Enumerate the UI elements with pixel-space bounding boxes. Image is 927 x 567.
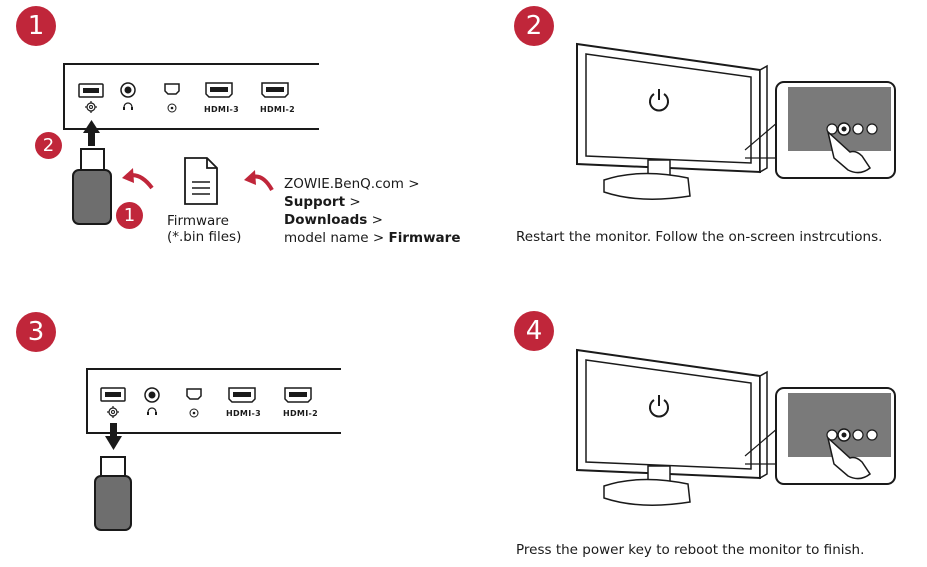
path-line-3: Downloads > — [284, 211, 461, 229]
usb-drive-icon — [72, 148, 112, 225]
path-downloads: Downloads — [284, 212, 368, 228]
button-panel-zoom — [775, 387, 896, 485]
headphone-icon — [147, 407, 157, 415]
path-line-4-plain: model name > — [284, 230, 389, 246]
path-line-1: ZOWIE.BenQ.com > — [284, 176, 420, 192]
download-path: ZOWIE.BenQ.com > Support > Downloads > m… — [284, 175, 461, 247]
path-line-2-rest: > — [345, 194, 361, 210]
firmware-line-1: Firmware — [167, 213, 229, 229]
step-1-number: 1 — [27, 11, 45, 41]
sub-step-copy-badge: 1 — [116, 202, 143, 229]
usb-port — [100, 387, 126, 402]
firmware-label: Firmware (*.bin files) — [167, 213, 241, 245]
hdmi-3-label: HDMI-3 — [204, 105, 239, 114]
hdmi-2-label: HDMI-2 — [283, 409, 318, 418]
sub-step-copy-number: 1 — [123, 205, 136, 226]
mini-usb-port — [164, 83, 180, 95]
usb-drive-icon — [94, 456, 132, 531]
hdmi-2-label: HDMI-2 — [260, 105, 295, 114]
hdmi-2-port — [261, 82, 289, 98]
hdmi-2-port — [284, 387, 312, 403]
path-line-4: model name > Firmware — [284, 229, 461, 247]
gear-icon — [85, 101, 97, 113]
button-panel-zoom — [775, 81, 896, 179]
step-2-badge: 2 — [514, 6, 554, 46]
hand-icon — [826, 435, 872, 480]
sub-step-insert-badge: 2 — [35, 132, 62, 159]
sub-step-insert-number: 2 — [42, 135, 55, 156]
step-3-number: 3 — [27, 317, 45, 347]
file-icon — [184, 157, 218, 205]
path-line-2: Support > — [284, 193, 461, 211]
step-4-badge: 4 — [514, 311, 554, 351]
power-icon — [649, 395, 669, 418]
hdmi-3-label: HDMI-3 — [226, 409, 261, 418]
gear-icon — [107, 406, 119, 418]
audio-jack-port — [144, 387, 160, 403]
step-1-badge: 1 — [16, 6, 56, 46]
path-support: Support — [284, 194, 346, 210]
step-2-number: 2 — [525, 11, 543, 41]
insert-arrow-icon — [83, 120, 100, 146]
headphone-icon — [123, 102, 133, 110]
step-4-number: 4 — [525, 316, 543, 346]
hdmi-3-port — [228, 387, 256, 403]
usb-port — [78, 83, 104, 98]
hdmi-3-port — [205, 82, 233, 98]
power-icon — [649, 89, 669, 112]
step-2-caption: Restart the monitor. Follow the on-scree… — [516, 229, 883, 245]
step-4-caption: Press the power key to reboot the monito… — [516, 542, 865, 558]
hand-icon — [826, 129, 872, 174]
firmware-line-2: (*.bin files) — [167, 229, 242, 245]
path-line-3-rest: > — [367, 212, 383, 228]
step-3-badge: 3 — [16, 312, 56, 352]
remove-arrow-icon — [105, 423, 122, 450]
path-firmware: Firmware — [388, 230, 461, 246]
audio-jack-port — [120, 82, 136, 98]
mini-usb-port — [186, 388, 202, 400]
